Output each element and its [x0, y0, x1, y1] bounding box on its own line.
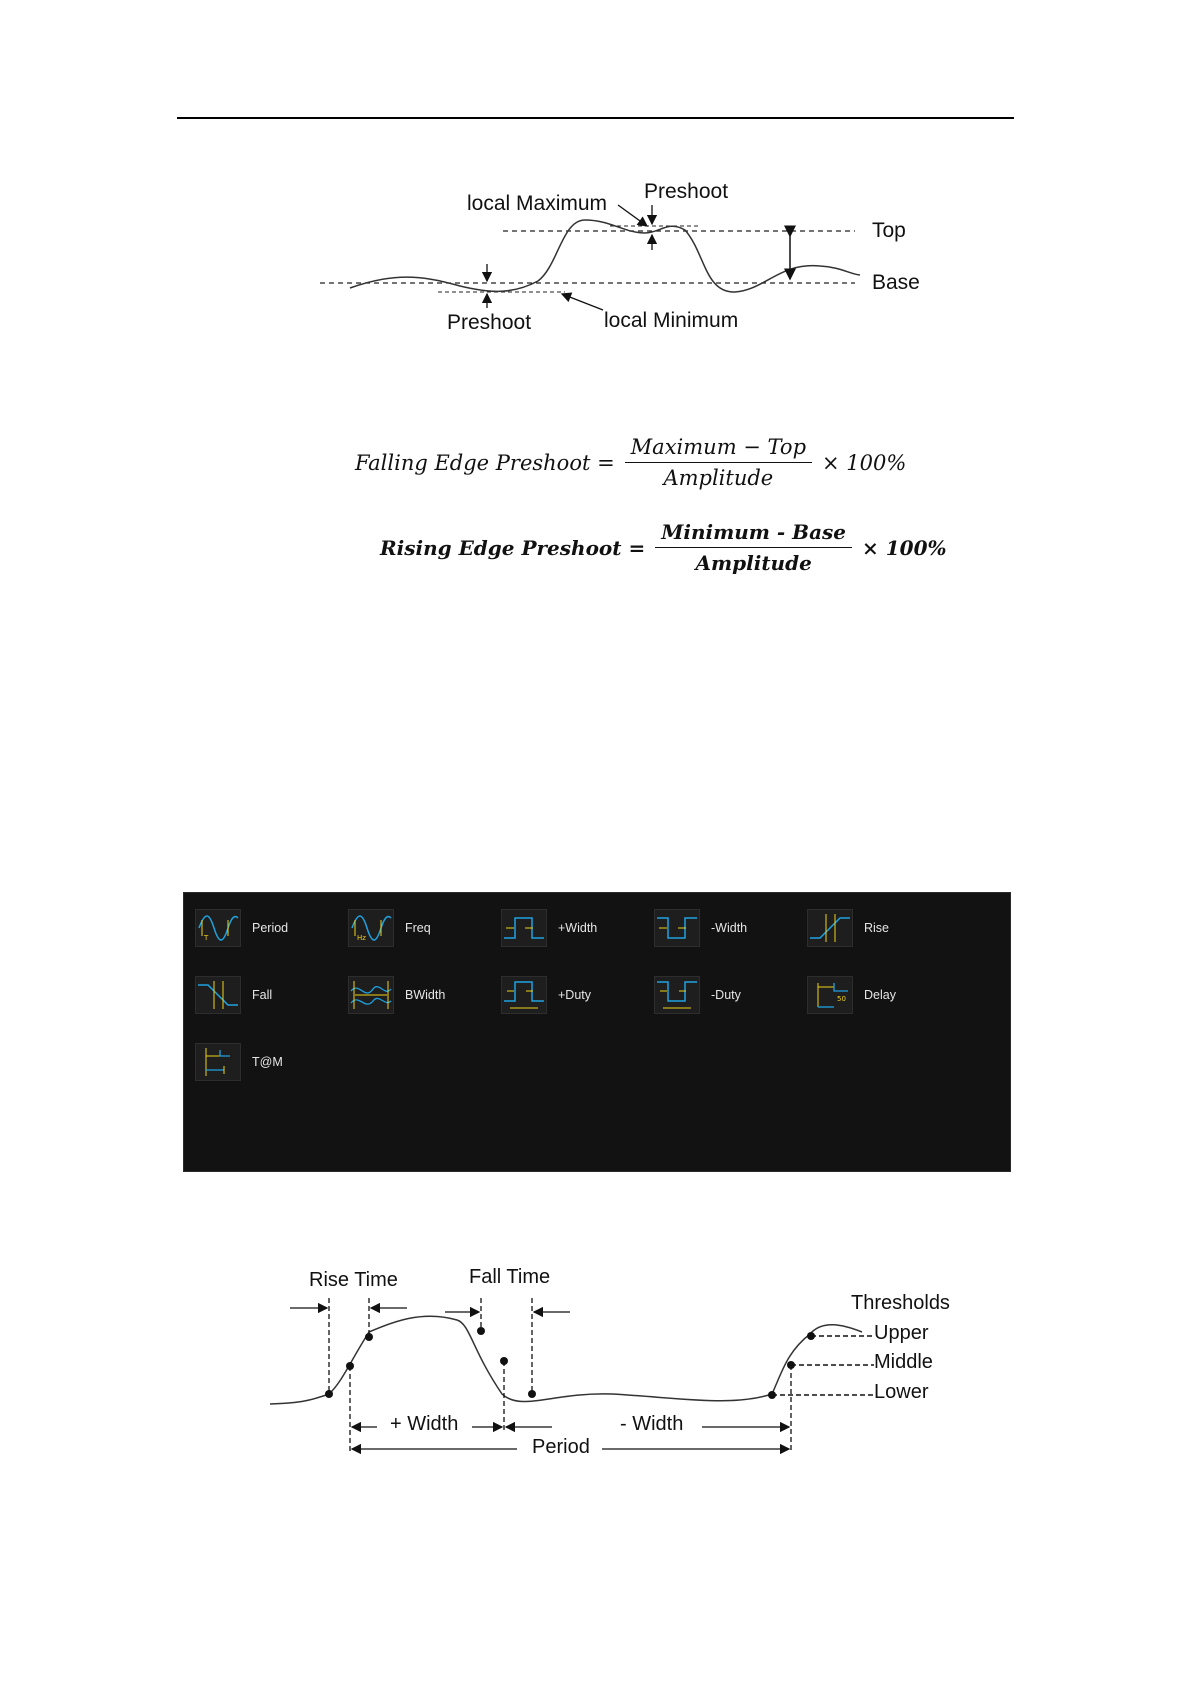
- measure-item-t-at-m[interactable]: T@M: [195, 1042, 345, 1082]
- preshoot-bottom-label: Preshoot: [447, 311, 532, 334]
- upper-point: [365, 1333, 373, 1341]
- measure-item-label: Period: [252, 921, 289, 935]
- timing-waveform: [269, 1315, 863, 1405]
- local-min-arrow: [560, 292, 604, 311]
- rising-formula-denominator: Amplitude: [695, 551, 812, 575]
- delay-icon: 50: [807, 976, 853, 1014]
- minus-duty-icon: [654, 976, 700, 1014]
- measure-item-label: +Width: [558, 921, 598, 935]
- period-icon: T: [195, 909, 241, 947]
- waveform-path: [349, 219, 861, 293]
- lower-point: [325, 1390, 333, 1398]
- measure-item-label: -Width: [711, 921, 748, 935]
- svg-text:50: 50: [837, 995, 846, 1003]
- measure-item-plus-width[interactable]: +Width: [501, 908, 651, 948]
- minus-width-label: - Width: [620, 1413, 684, 1435]
- plus-width-icon: [501, 909, 547, 947]
- plus-width-label: + Width: [390, 1413, 459, 1435]
- measure-item-fall[interactable]: Fall: [195, 975, 345, 1015]
- rising-formula-multiplier: × 100%: [862, 535, 947, 560]
- period-label: Period: [532, 1436, 590, 1458]
- local-minimum-label: local Minimum: [604, 309, 739, 332]
- measure-item-rise[interactable]: Rise: [807, 908, 957, 948]
- measure-item-label: T@M: [252, 1055, 283, 1069]
- lower-point: [528, 1390, 536, 1398]
- t-at-m-icon: [195, 1043, 241, 1081]
- measurement-panel: T Period Hz Freq +Width -Width Rise Fall: [183, 892, 1011, 1172]
- minus-width-icon: [654, 909, 700, 947]
- measure-item-bwidth[interactable]: BWidth: [348, 975, 498, 1015]
- measure-item-label: Fall: [252, 988, 273, 1002]
- fraction-bar: [655, 547, 853, 548]
- rising-formula-fraction: Minimum - Base Amplitude: [655, 517, 853, 578]
- thresholds-label: Thresholds: [851, 1292, 950, 1314]
- falling-formula-lhs: Falling Edge Preshoot =: [355, 450, 615, 475]
- fall-icon: [195, 976, 241, 1014]
- measure-item-freq[interactable]: Hz Freq: [348, 908, 498, 948]
- fraction-bar: [624, 462, 813, 463]
- top-label: Top: [872, 219, 906, 242]
- amplitude-diagram: local Maximum Preshoot Top Base Preshoot…: [310, 178, 960, 348]
- falling-formula-numerator: Maximum − Top: [630, 435, 807, 459]
- falling-formula-fraction: Maximum − Top Amplitude: [624, 432, 813, 493]
- local-maximum-label: local Maximum: [467, 192, 608, 215]
- measure-item-period[interactable]: T Period: [195, 908, 345, 948]
- rise-time-label: Rise Time: [309, 1269, 398, 1291]
- measure-item-label: Rise: [864, 921, 890, 935]
- svg-text:T: T: [203, 934, 209, 942]
- falling-edge-formula: Falling Edge Preshoot = Maximum − Top Am…: [355, 432, 906, 493]
- middle-label: Middle: [874, 1351, 933, 1373]
- fall-time-label: Fall Time: [469, 1266, 551, 1288]
- timing-diagram: Rise Time Fall Time Thresholds Upper Mid…: [262, 1262, 962, 1462]
- freq-icon: Hz: [348, 909, 394, 947]
- rising-edge-formula: Rising Edge Preshoot = Minimum - Base Am…: [380, 517, 947, 578]
- plus-duty-icon: [501, 976, 547, 1014]
- falling-formula-multiplier: × 100%: [822, 450, 907, 475]
- measure-item-label: Delay: [864, 988, 896, 1002]
- measure-item-plus-duty[interactable]: +Duty: [501, 975, 651, 1015]
- bwidth-icon: [348, 976, 394, 1014]
- measure-item-delay[interactable]: 50 Delay: [807, 975, 957, 1015]
- rising-formula-lhs: Rising Edge Preshoot =: [380, 535, 646, 560]
- measure-item-label: +Duty: [558, 988, 592, 1002]
- rise-icon: [807, 909, 853, 947]
- svg-text:Hz: Hz: [357, 934, 366, 942]
- header-rule: [177, 117, 1014, 119]
- preshoot-top-label: Preshoot: [644, 180, 729, 203]
- measure-item-label: Freq: [405, 921, 431, 935]
- base-label: Base: [872, 271, 920, 294]
- measure-item-minus-width[interactable]: -Width: [654, 908, 804, 948]
- local-max-arrow: [617, 204, 649, 227]
- upper-label: Upper: [874, 1322, 929, 1344]
- timing-diagram-svg: [269, 1298, 874, 1455]
- rising-formula-numerator: Minimum - Base: [661, 520, 847, 544]
- amplitude-diagram-svg: [320, 204, 861, 311]
- measure-item-label: BWidth: [405, 988, 446, 1002]
- lower-label: Lower: [874, 1381, 929, 1403]
- measure-item-label: -Duty: [711, 988, 741, 1002]
- falling-formula-denominator: Amplitude: [663, 466, 774, 490]
- measure-item-minus-duty[interactable]: -Duty: [654, 975, 804, 1015]
